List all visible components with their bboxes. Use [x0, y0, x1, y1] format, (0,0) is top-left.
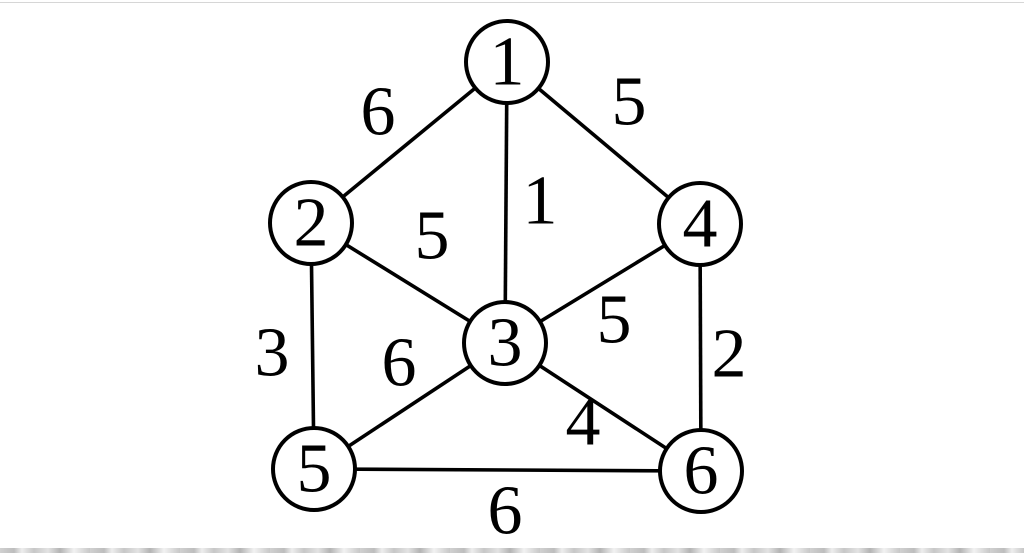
edge-weight-1-4: 5 — [612, 64, 647, 141]
node-circle-5 — [271, 426, 357, 512]
node-label-1: 1 — [490, 24, 525, 101]
node-circle-3 — [462, 300, 548, 386]
edge-weight-4-6: 2 — [712, 316, 747, 393]
node-circle-1 — [464, 19, 550, 105]
edge-weight-3-4: 5 — [597, 282, 632, 359]
edge-weight-2-3: 5 — [415, 198, 450, 275]
cropped-text-artifact-bottom — [0, 548, 1024, 553]
edge-weight-3-6: 4 — [566, 384, 601, 461]
edge-weight-1-2: 6 — [361, 74, 396, 151]
node-circle-6 — [658, 428, 744, 514]
node-label-6: 6 — [684, 433, 719, 510]
edge-weight-2-5: 3 — [255, 315, 290, 392]
node-label-5: 5 — [297, 431, 332, 508]
cropped-edge-artifact-top — [0, 2, 1024, 3]
edge-line-1-3 — [503, 61, 509, 344]
edge-weight-1-3: 1 — [523, 163, 558, 240]
node-label-3: 3 — [488, 305, 523, 382]
node-label-4: 4 — [683, 186, 718, 263]
edge-weight-5-6: 6 — [488, 473, 523, 550]
edge-weight-3-5: 6 — [382, 325, 417, 402]
edge-line-5-6 — [313, 467, 702, 473]
node-label-2: 2 — [294, 185, 329, 262]
node-circle-4 — [657, 181, 743, 267]
node-circle-2 — [268, 180, 354, 266]
